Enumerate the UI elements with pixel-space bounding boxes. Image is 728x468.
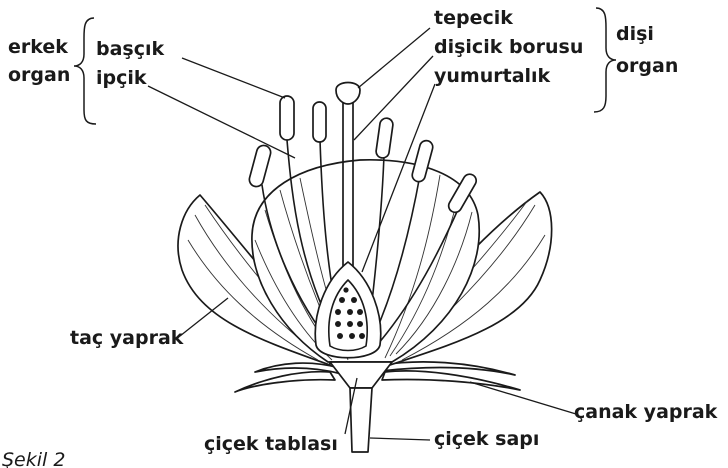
- figure-caption: Şekil 2: [2, 449, 65, 468]
- label-stigma: tepecik: [434, 7, 513, 29]
- label-petal: taç yaprak: [70, 327, 184, 349]
- anther-1: [280, 96, 294, 140]
- anther-2: [313, 102, 326, 142]
- label-anther: başçık: [96, 38, 165, 60]
- label-sepal: çanak yaprak: [574, 401, 718, 423]
- label-stalk: çiçek sapı: [434, 428, 539, 450]
- label-male-organ-2: organ: [8, 64, 70, 86]
- anther-4: [375, 117, 393, 158]
- label-receptacle: çiçek tablası: [204, 433, 338, 455]
- anther-3: [248, 144, 272, 188]
- label-female-organ-2: organ: [616, 55, 678, 77]
- label-ovary: yumurtalık: [434, 65, 551, 87]
- label-male-organ-1: erkek: [8, 36, 68, 58]
- label-female-organ-1: dişi: [616, 23, 654, 45]
- left-brace: [74, 18, 96, 124]
- right-brace: [594, 8, 616, 112]
- label-style: dişicik borusu: [434, 36, 583, 58]
- stigma: [336, 83, 360, 105]
- label-filament: ipçik: [96, 67, 147, 89]
